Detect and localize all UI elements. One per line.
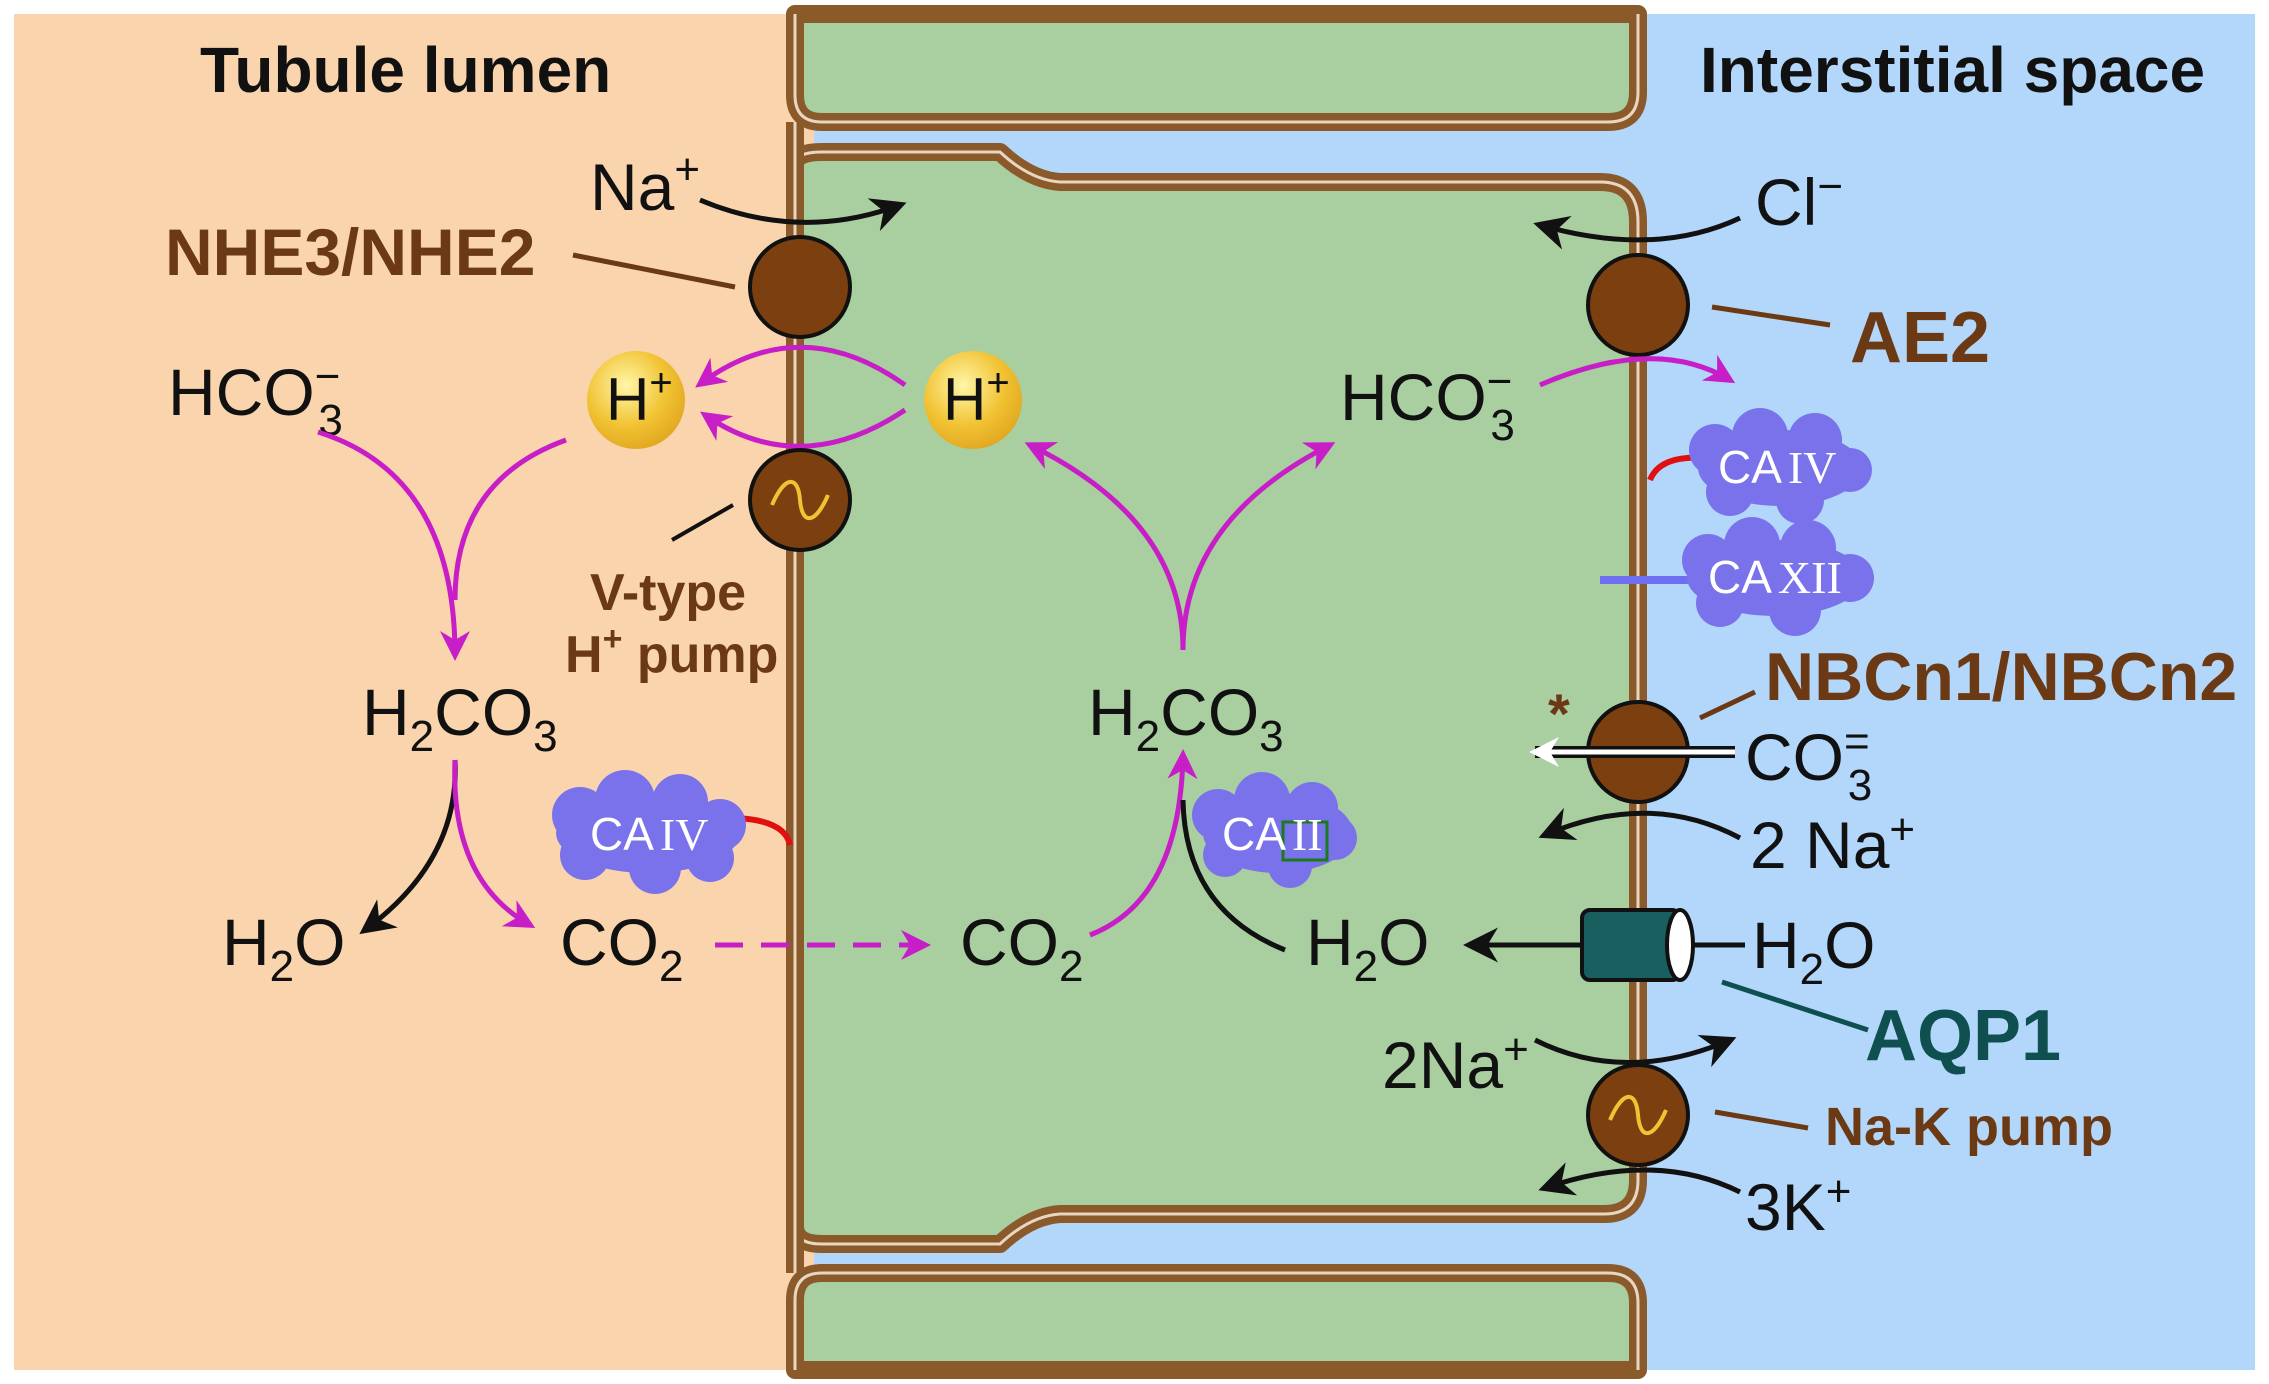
aqp1-channel	[1463, 908, 1869, 1033]
vtype-label-line2: H+ pump	[565, 620, 778, 684]
proton-cell	[924, 351, 1022, 449]
hco3-cell: HCO−3	[1340, 357, 1515, 450]
interstitial-title: Interstitial space	[1700, 34, 2205, 106]
nhe-exchanger	[572, 197, 907, 339]
co2-lumen: CO2	[560, 905, 683, 991]
lumen-merge-arrow	[317, 429, 470, 661]
proton-cell-label: H+	[943, 361, 1010, 433]
ca4-baso-cloud	[1647, 408, 1872, 524]
h2co3-cell: H2CO3	[1088, 675, 1284, 761]
vtype-pump	[671, 448, 852, 552]
aqp1-label: AQP1	[1865, 996, 2061, 1076]
nak-label: Na-K pump	[1825, 1097, 2113, 1157]
lumen-title: Tubule lumen	[200, 34, 611, 106]
h2co3-lumen: H2CO3	[362, 675, 558, 761]
h2o-inter: H2O	[1752, 908, 1876, 994]
nhe-label: NHE3/NHE2	[165, 215, 535, 289]
cl-ion: Cl−	[1755, 162, 1843, 239]
nbcn-cotransporter	[1529, 689, 1757, 841]
ae2-exchanger	[1533, 215, 1831, 388]
co2-cell: CO2	[960, 905, 1083, 991]
na-ion-top: Na+	[590, 145, 700, 224]
cell-top	[786, 5, 1647, 131]
cell-split-arrow-hco3	[1180, 442, 1336, 651]
three-k: 3K+	[1745, 1167, 1851, 1244]
h2o-lumen: H2O	[222, 905, 346, 991]
co3-ion: CO=3	[1745, 717, 1872, 810]
ca12-cloud	[1600, 517, 1874, 636]
two-na-nbc: 2 Na+	[1750, 805, 1915, 882]
cell-bottom	[786, 1264, 1647, 1379]
h2o-cell: H2O	[1306, 905, 1430, 991]
nbcn-asterisk: *	[1548, 682, 1570, 745]
lumen-co2-arrow	[452, 759, 536, 928]
ae2-label: AE2	[1850, 298, 1990, 378]
cell-co2-arrow	[1089, 749, 1198, 938]
cell-water-arrow	[1180, 799, 1286, 953]
nak-pump	[1533, 1034, 1809, 1196]
ca4-lumen-cloud	[552, 770, 793, 894]
cell-split-arrow-h	[1024, 442, 1186, 651]
ca2-cloud	[1192, 772, 1357, 888]
lumen-region	[14, 14, 814, 1370]
proton-lumen-label: H+	[606, 361, 673, 433]
two-na-pump: 2Na+	[1382, 1025, 1529, 1102]
hco3-lumen: HCO−3	[168, 352, 343, 445]
vtype-label-line1: V-type	[590, 564, 746, 622]
nbcn-label: NBCn1/NBCn2	[1765, 639, 2237, 715]
proton-lumen	[587, 351, 685, 449]
